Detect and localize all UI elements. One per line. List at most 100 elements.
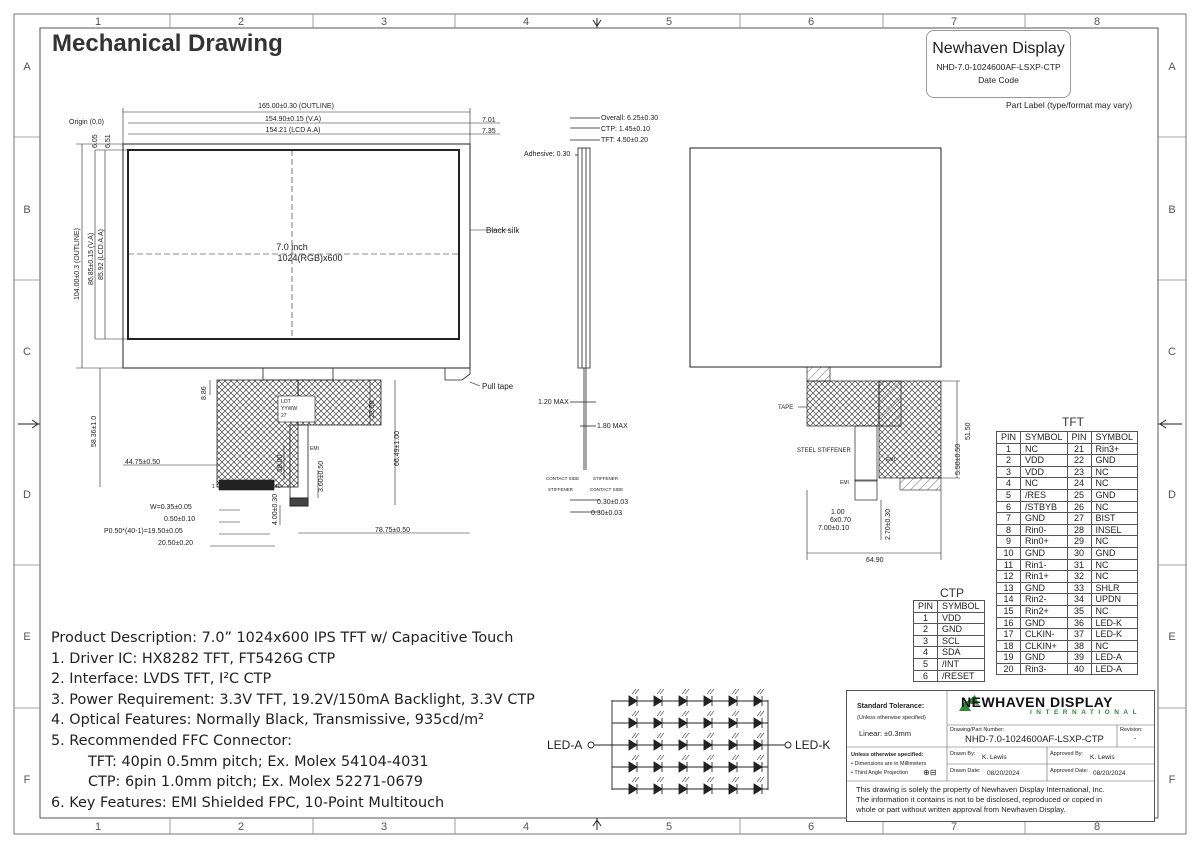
dim-va-w: 154.90±0.15 (V.A) (265, 116, 321, 123)
outer-border (13, 13, 1187, 835)
pull-tape-label: Pull tape (482, 382, 514, 391)
tft-symbol-cell: NC (1090, 500, 1139, 514)
tft-pin-cell: 30 (1066, 546, 1092, 560)
led-diode-icon (678, 761, 688, 773)
dim-2800: 28.00 (277, 454, 284, 472)
tft-symbol-cell: SHLR (1090, 581, 1139, 595)
led-diode-icon (728, 783, 738, 795)
tft-pin-cell: 17 (995, 628, 1022, 641)
grid-col-1: 1 (95, 16, 101, 28)
desc-line-2: 2. Interface: LVDS TFT, I²C CTP (51, 671, 272, 688)
tft-symbol-cell: NC (1090, 570, 1139, 583)
led-diode-icon (703, 717, 713, 729)
tft-symbol-cell: /RES (1020, 488, 1068, 502)
led-diode-icon (753, 761, 763, 773)
tft-header: SYMBOL (1090, 431, 1139, 444)
ctp-symbol-cell: VDD (937, 611, 985, 625)
tb-drawn-date: 08/20/2024 (987, 770, 1020, 777)
tft-symbol-cell: Rin0+ (1020, 535, 1068, 548)
tft-pin-cell: 39 (1066, 651, 1092, 664)
tft-symbol-cell: UPDN (1090, 593, 1139, 606)
led-diode-icon (628, 783, 638, 795)
dim-735: 7.35 (482, 128, 496, 135)
led-diode-icon (678, 717, 688, 729)
grid-row-a: A (23, 61, 31, 73)
size-label: 7.0 inch (276, 242, 308, 252)
tb-rev: - (1134, 736, 1137, 743)
tft-symbol-cell: GND (1090, 454, 1139, 467)
led-diode-icon (678, 739, 688, 751)
tb-notice-3: whole or part without written approval f… (856, 805, 1066, 814)
led-anode-label: LED-A (547, 738, 582, 752)
tft-symbol-cell: LED-K (1090, 616, 1139, 630)
tft-pin-cell: 40 (1066, 662, 1092, 676)
tft-header: PIN (1066, 431, 1092, 444)
back-emi2: EMI (840, 480, 849, 486)
ctp-pin-cell: 6 (912, 669, 939, 683)
led-schematic (587, 688, 792, 795)
tft-symbol-cell: GND (1020, 512, 1068, 525)
side-dim-030b: 0.30±0.03 (591, 510, 622, 517)
part-label-number: NHD-7.0-1024600AF-LSXP-CTP (936, 62, 1061, 72)
tft-symbol-cell: VDD (1020, 465, 1068, 479)
grid-row-c-right: C (1168, 346, 1176, 358)
back-dim-6x070: 6x0.70 (830, 517, 851, 524)
grid-col-6: 6 (808, 16, 814, 28)
back-dim-100: 1.00 (831, 509, 845, 516)
dim-651: 6.51 (105, 134, 112, 148)
led-diode-icon (628, 761, 638, 773)
tb-unless: (Unless otherwise specified) (857, 715, 926, 721)
tft-symbol-cell: NC (1020, 442, 1068, 456)
tb-std-tol: Standard Tolerance: (857, 703, 925, 710)
part-label: Newhaven Display NHD-7.0-1024600AF-LSXP-… (926, 30, 1071, 98)
dim-360: 3.60±0.50 (318, 461, 325, 492)
led-diode-icon (728, 739, 738, 751)
side-adhesive: Adhesive: 0.30 (524, 151, 570, 158)
tft-pin-cell: 16 (995, 616, 1022, 630)
tft-symbol-cell: NC (1090, 465, 1139, 479)
tft-pin-cell: 33 (1066, 581, 1092, 595)
grid-col-1-bottom: 1 (95, 821, 101, 833)
tft-symbol-cell: VDD (1020, 454, 1068, 467)
desc-line-1: 1. Driver IC: HX8282 TFT, FT5426G CTP (51, 650, 336, 667)
side-stiffener2: STIFFENER (548, 487, 574, 492)
tft-symbol-cell: Rin2- (1020, 593, 1068, 606)
desc-line-6: 6. Key Features: EMI Shielded FPC, 10-Po… (51, 794, 445, 811)
led-diode-icon (753, 783, 763, 795)
led-diode-icon (628, 739, 638, 751)
dim-4475: 44.75±0.50 (125, 459, 160, 466)
part-label-note: Part Label (type/format may vary) (1006, 100, 1133, 110)
ctp-table-caption: CTP (940, 586, 964, 600)
dim-va-h: 86.85±0.15 (V.A) (88, 233, 95, 285)
tft-symbol-cell: GND (1090, 488, 1139, 502)
tft-symbol-cell: NC (1090, 558, 1139, 572)
tft-symbol-cell: GND (1020, 616, 1068, 630)
side-max180: 1.80 MAX (597, 423, 628, 430)
lot-label: LOT (281, 399, 291, 405)
tft-pin-cell: 20 (995, 662, 1022, 676)
led-diode-icon (653, 695, 663, 707)
ctp-symbol-cell: SDA (937, 646, 985, 659)
side-max120: 1.20 MAX (538, 399, 569, 406)
resolution-label: 1024(RGB)x600 (277, 253, 342, 263)
dim-aa-h: 85.92 (LCD A.A) (98, 229, 105, 280)
ctp-header: SYMBOL (937, 600, 985, 613)
tft-header: SYMBOL (1020, 431, 1068, 444)
title-block-lines (847, 691, 1154, 782)
back-dim-270: 2.70±0.30 (885, 509, 892, 540)
tft-symbol-cell: LED-A (1090, 651, 1139, 664)
tft-pin-cell: 19 (995, 651, 1022, 664)
grid-col-6-bottom: 6 (808, 821, 814, 833)
grid-col-5: 5 (666, 16, 672, 28)
